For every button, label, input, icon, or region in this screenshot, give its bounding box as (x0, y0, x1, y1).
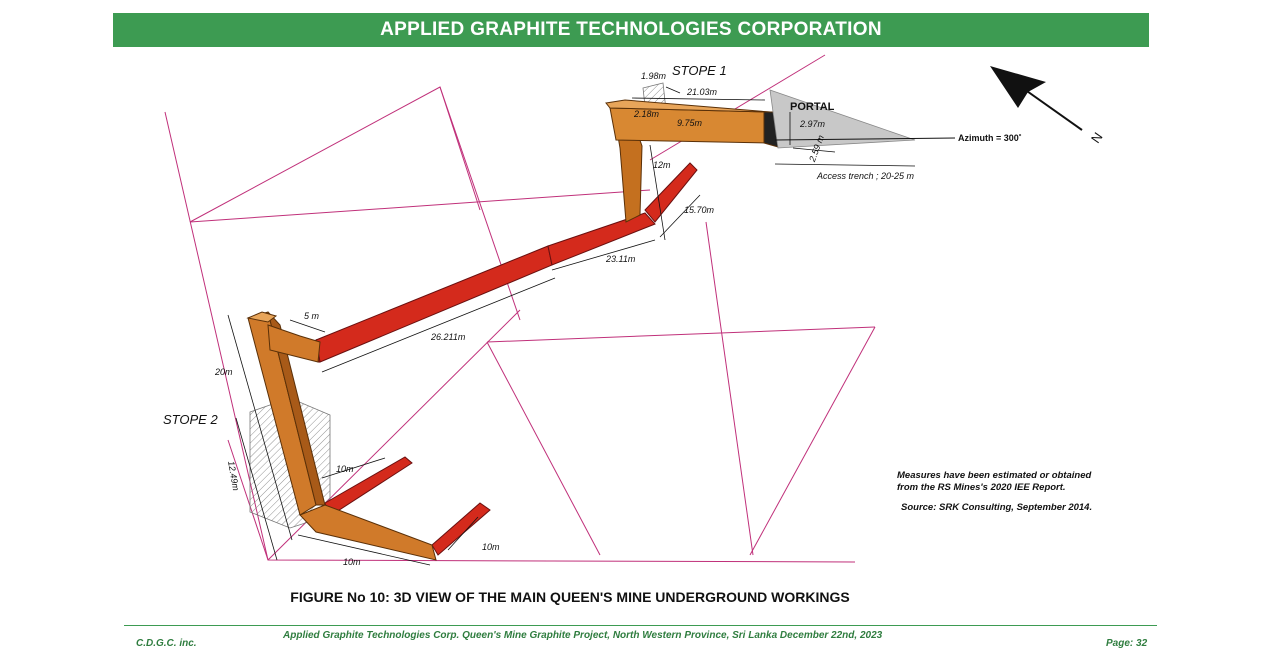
footer-page: Page: 32 (1106, 638, 1148, 649)
orange-workings (246, 99, 779, 561)
note-line-2: from the RS Mines's 2020 IEE Report. (897, 482, 1066, 493)
access-trench (769, 89, 916, 149)
footer-divider (124, 625, 1157, 626)
reference-frame (164, 54, 876, 563)
stope2-label: STOPE 2 (163, 412, 218, 427)
dimension-lines (227, 86, 916, 566)
figure-caption: FIGURE No 10: 3D VIEW OF THE MAIN QUEEN'… (290, 589, 850, 605)
notes-block: Measures have been estimated or obtained… (897, 470, 1092, 514)
dim-1-98: 1.98m (641, 71, 667, 81)
dim-12: 12m (653, 160, 671, 170)
note-source: Source: SRK Consulting, September 2014. (901, 502, 1093, 513)
dim-12-49: 12.49m (226, 460, 241, 492)
dim-23-11: 23.11m (605, 254, 636, 264)
dim-21-03: 21.03m (686, 87, 718, 97)
dim-5: 5 m (304, 311, 320, 321)
drifts (313, 162, 698, 556)
dim-10b: 10m (343, 557, 361, 567)
footer-company: C.D.G.C. inc. (136, 638, 197, 649)
dim-15-70: 15.70m (684, 205, 715, 215)
dim-10a: 10m (336, 464, 354, 474)
dim-2-97: 2.97m (799, 119, 826, 129)
dim-2-18: 2.18m (633, 109, 660, 119)
azimuth-label: Azimuth = 300˚ (958, 133, 1022, 143)
access-trench-label: Access trench ; 20-25 m (816, 171, 915, 181)
portal-label: PORTAL (790, 101, 835, 113)
header-bar: APPLIED GRAPHITE TECHNOLOGIES CORPORATIO… (113, 13, 1149, 47)
dim-10c: 10m (482, 542, 500, 552)
dim-20: 20m (214, 367, 233, 377)
dim-9-75: 9.75m (677, 118, 703, 128)
north-arrow-icon (990, 66, 1083, 131)
note-line-1: Measures have been estimated or obtained (897, 470, 1092, 481)
north-label: N (1088, 130, 1106, 146)
dim-26-211: 26.211m (430, 332, 466, 342)
footer-project: Applied Graphite Technologies Corp. Quee… (283, 630, 883, 641)
stope1-label: STOPE 1 (672, 63, 727, 78)
header-title: APPLIED GRAPHITE TECHNOLOGIES CORPORATIO… (380, 19, 882, 40)
